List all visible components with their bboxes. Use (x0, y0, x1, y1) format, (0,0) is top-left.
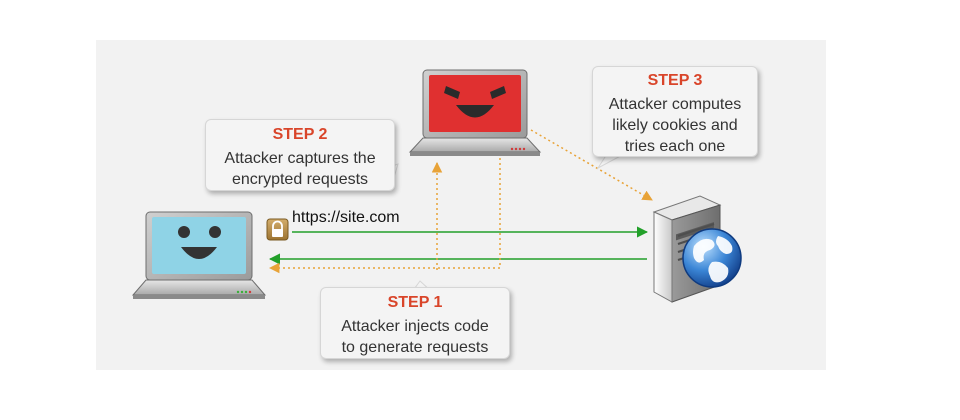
step3-line2: likely cookies and (612, 117, 738, 134)
step1-callout: STEP 1 Attacker injects code to generate… (320, 287, 510, 359)
step1-line2: to generate requests (341, 339, 489, 356)
step2-label: STEP 2 (272, 126, 328, 143)
step3-callout: STEP 3 Attacker computes likely cookies … (592, 66, 758, 157)
step1-line1: Attacker injects code (341, 318, 489, 335)
inject-arrow (268, 158, 501, 274)
step2-line1: Attacker captures the (224, 150, 376, 167)
step3-label: STEP 3 (647, 72, 703, 89)
cookie-arrow (530, 129, 653, 201)
victim-laptop-icon (131, 211, 267, 299)
step2-callout: STEP 2 Attacker captures the encrypted r… (205, 119, 395, 191)
step3-line1: Attacker computes (608, 96, 742, 113)
step1-label: STEP 1 (387, 294, 443, 311)
lock-icon (266, 218, 289, 241)
url-label: https://site.com (292, 209, 400, 226)
globe-icon (682, 228, 742, 288)
step3-line3: tries each one (624, 138, 726, 155)
step2-line2: encrypted requests (231, 171, 369, 188)
attacker-laptop-icon (408, 69, 542, 156)
